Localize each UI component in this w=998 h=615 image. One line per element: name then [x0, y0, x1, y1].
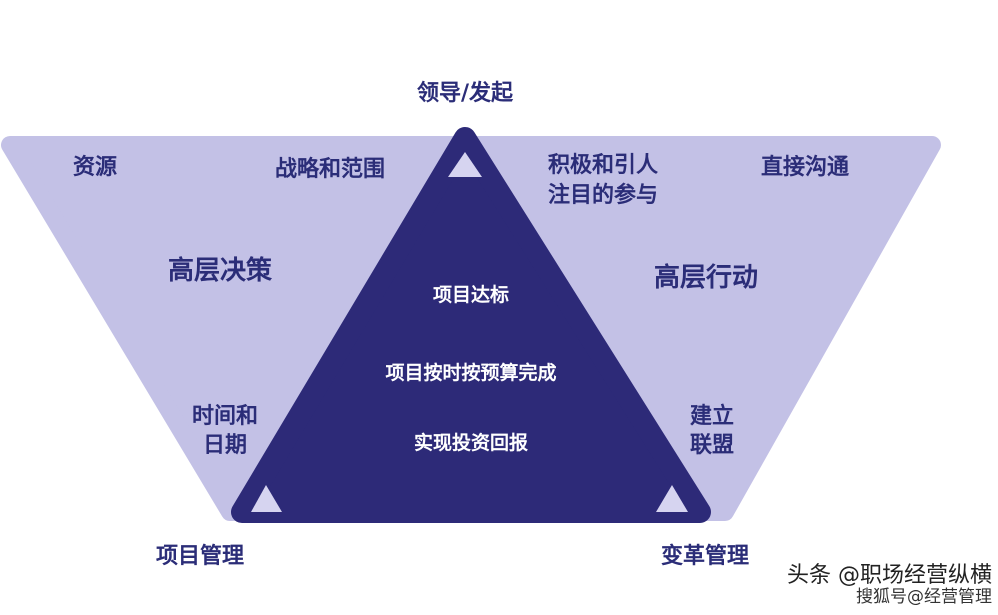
bottom-left-corner-marker [251, 485, 282, 512]
right-center-label: 高层行动 [653, 263, 759, 293]
left-lower-line2: 日期 [202, 433, 248, 458]
triangle-line1: 项目达标 [432, 284, 510, 306]
left-lower-line1: 时间和 [191, 404, 259, 429]
watermark-line1: 头条 @职场经营纵横 [787, 563, 992, 589]
left-center-label: 高层决策 [167, 256, 273, 286]
triangle-line2: 项目按时按预算完成 [385, 362, 557, 384]
watermark-line2: 搜狐号@经营管理 [856, 587, 992, 608]
inner-triangle [231, 127, 711, 523]
top-corner-marker [448, 152, 482, 177]
right-inner-line2: 注目的参与 [548, 183, 659, 208]
left-bottom-label: 项目管理 [155, 544, 245, 569]
bottom-right-corner-marker [656, 485, 688, 512]
triangle-line3: 实现投资回报 [413, 432, 529, 454]
left-inner-label: 战略和范围 [274, 157, 386, 182]
left-corner-label: 资源 [72, 155, 118, 180]
right-bottom-label: 变革管理 [660, 544, 750, 569]
right-lower-line1: 建立 [689, 404, 735, 429]
right-inner-line1: 积极和引人 [548, 153, 659, 178]
top-label: 领导/发起 [416, 81, 514, 106]
right-corner-label: 直接沟通 [760, 155, 850, 180]
right-lower-line2: 联盟 [689, 433, 735, 458]
watermark: 头条 @职场经营纵横 搜狐号@经营管理 [787, 563, 992, 608]
